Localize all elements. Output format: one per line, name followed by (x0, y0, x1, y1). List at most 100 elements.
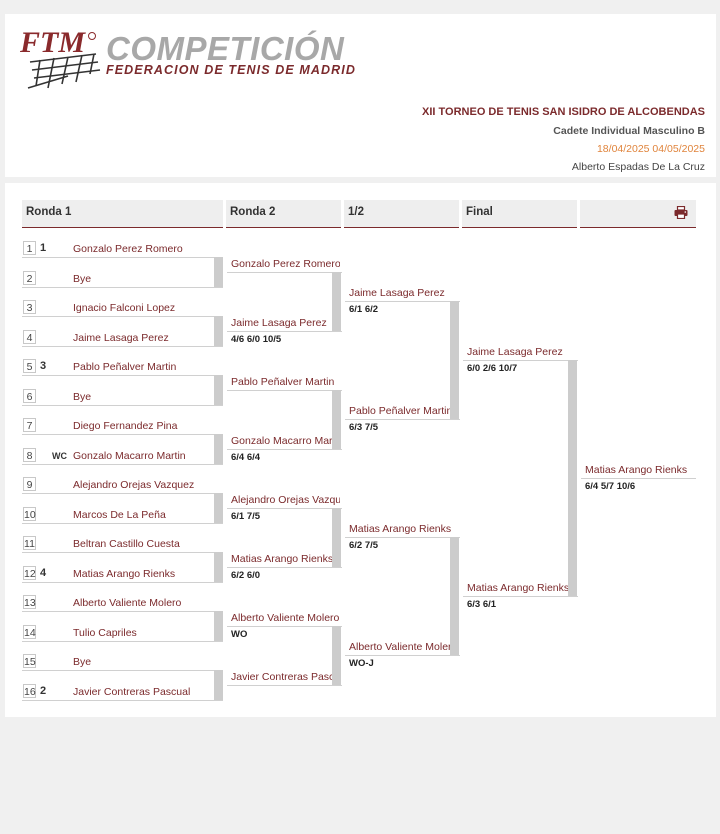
bracket-connector (332, 389, 341, 449)
bracket-line (22, 404, 223, 406)
seed-number: 1 (40, 242, 47, 254)
player-name[interactable]: Pablo Peñalver Martin (73, 361, 177, 373)
draw-position: 16 (23, 683, 36, 698)
player-name[interactable]: Ignacio Falconi Lopez (73, 302, 176, 314)
player-name[interactable]: Alberto Valiente Molero (349, 641, 458, 654)
player-name[interactable]: Javier Contreras Pascual (73, 685, 191, 698)
player-name[interactable]: Jaime Lasaga Perez (467, 346, 563, 359)
bracket-line (227, 684, 342, 686)
logo-title: COMPETICIÓN (106, 30, 345, 67)
bracket-line (227, 507, 342, 509)
bracket-connector (568, 360, 577, 597)
draw-position: 5 (23, 359, 36, 373)
draw-position: 8 (23, 447, 36, 462)
match-score: 6/4 6/4 (231, 451, 261, 463)
player-name[interactable]: Matias Arango Rienks (349, 523, 452, 536)
match-score: 6/1 7/5 (231, 510, 261, 522)
player-name[interactable]: Matias Arango Rienks (231, 552, 334, 565)
player-name[interactable]: Diego Fernandez Pina (73, 420, 178, 432)
bracket-line (463, 360, 578, 362)
player-name[interactable]: Pablo Peñalver Martin (231, 375, 335, 388)
bracket-line (22, 699, 223, 701)
bracket-line (345, 655, 460, 657)
player-name[interactable]: Matias Arango Rienks (467, 582, 570, 595)
player-name[interactable]: Alberto Valiente Molero (231, 611, 340, 624)
draw-position: 13 (23, 595, 36, 609)
match-score: WO-J (349, 658, 374, 670)
tournament-dates: 18/04/2025 04/05/2025 (596, 143, 705, 155)
seed-number: 4 (40, 566, 47, 579)
tournament-category: Cadete Individual Masculino B (553, 125, 705, 137)
bracket-line (22, 463, 223, 465)
player-name[interactable]: Javier Contreras Pascua (231, 670, 340, 683)
bracket-connector (214, 493, 223, 523)
player-name[interactable]: Bye (73, 390, 92, 403)
bracket-line (227, 389, 342, 391)
draw-position: 10 (23, 506, 36, 521)
bracket-line (227, 566, 342, 568)
player-name[interactable]: Gonzalo Macarro Martin (73, 449, 186, 462)
player-name[interactable]: Marcos De La Peña (73, 508, 166, 521)
match-score: WO (231, 628, 248, 640)
logo-subtitle: FEDERACION DE TENIS DE MADRID (106, 63, 356, 77)
player-name[interactable]: Gonzalo Perez Romero (73, 243, 183, 255)
champion-name[interactable]: Matias Arango Rienks (585, 464, 688, 477)
bracket-connector (214, 257, 223, 287)
player-name[interactable]: Gonzalo Macarro Martin (231, 434, 340, 447)
match-score: 4/6 6/0 10/5 (231, 333, 282, 345)
draw-position: 2 (23, 270, 36, 285)
bracket-connector (332, 625, 341, 685)
logo-letters: FTM (19, 26, 86, 59)
player-name[interactable]: Gonzalo Perez Romero (231, 257, 340, 270)
bracket-line (22, 640, 223, 642)
player-name[interactable]: Tulio Capriles (73, 626, 137, 639)
draw-position: 14 (23, 624, 36, 639)
player-name[interactable]: Bye (73, 656, 92, 668)
player-name[interactable]: Beltran Castillo Cuesta (73, 538, 180, 550)
tournament-referee: Alberto Espadas De La Cruz (571, 161, 705, 173)
bracket-line (22, 581, 223, 583)
bracket-line (227, 448, 342, 450)
player-name[interactable]: Alejandro Orejas Vazque (231, 493, 340, 506)
column-header-round2: Ronda 2 (226, 200, 341, 228)
draw-position: 4 (23, 329, 36, 344)
draw-position: 11 (23, 536, 36, 550)
draw-position: 12 (23, 565, 36, 580)
bracket-line (227, 625, 342, 627)
bracket-line (463, 596, 578, 598)
bracket-connector (450, 537, 459, 656)
bracket-line (345, 301, 460, 303)
champion-score: 6/4 5/7 10/6 (585, 481, 636, 493)
draw-position: 9 (23, 477, 36, 491)
bracket-connector (450, 301, 459, 420)
header-panel (5, 14, 716, 177)
column-header-round1: Ronda 1 (22, 200, 223, 228)
match-score: 6/0 2/6 10/7 (467, 363, 518, 375)
player-name[interactable]: Alberto Valiente Molero (73, 597, 182, 609)
player-name[interactable]: Pablo Peñalver Martin (349, 405, 453, 418)
bracket-connector (214, 670, 223, 700)
player-name[interactable]: Jaime Lasaga Perez (73, 331, 169, 344)
player-name[interactable]: Jaime Lasaga Perez (349, 287, 445, 300)
match-score: 6/2 7/5 (349, 540, 379, 552)
player-name[interactable]: Jaime Lasaga Perez (231, 316, 327, 329)
bracket-line (227, 330, 342, 332)
player-name[interactable]: Bye (73, 272, 92, 285)
bracket-line (22, 493, 223, 494)
bracket-line (22, 375, 223, 376)
player-name[interactable]: Alejandro Orejas Vazquez (73, 479, 195, 491)
bracket-line (581, 478, 696, 480)
bracket-line (22, 522, 223, 524)
match-score: 6/1 6/2 (349, 304, 379, 316)
bracket-line (345, 537, 460, 539)
print-button[interactable] (580, 200, 696, 228)
bracket-line (22, 257, 223, 258)
bracket-line (22, 434, 223, 435)
entry-tag: WC (52, 450, 67, 461)
player-name[interactable]: Matias Arango Rienks (73, 567, 176, 580)
bracket-line (22, 316, 223, 317)
draw-position: 6 (23, 388, 36, 403)
match-score: 6/3 7/5 (349, 422, 379, 434)
match-score: 6/2 6/0 (231, 569, 261, 581)
bracket-line (22, 670, 223, 671)
